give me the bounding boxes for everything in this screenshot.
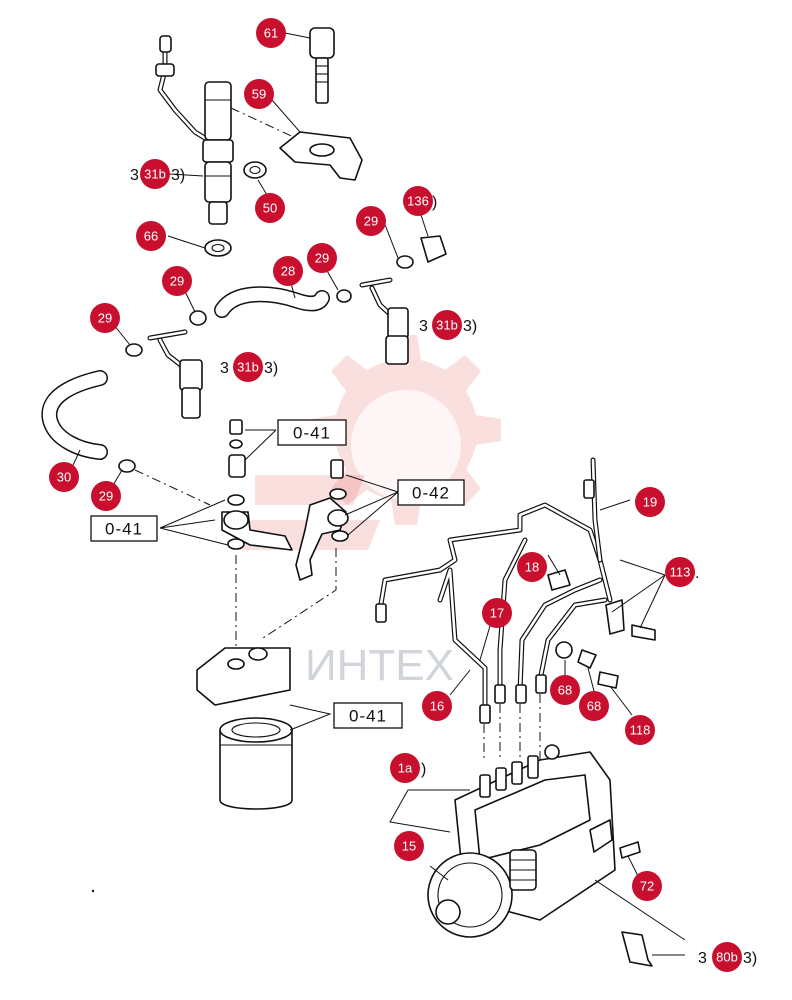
callout-1a: 1a [390, 753, 420, 783]
callout-19: 19 [635, 487, 665, 517]
svg-text:1a: 1a [398, 761, 413, 776]
svg-text:0-42: 0-42 [412, 484, 450, 503]
callout-31b-1: 31b [140, 159, 170, 189]
suffix-80b: 3) [743, 950, 757, 967]
callout-29-3: 29 [162, 266, 192, 296]
callout-118: 118 [625, 715, 655, 745]
reference-box-0-41-filter: 0-41 [333, 702, 403, 729]
svg-text:29: 29 [99, 489, 113, 504]
banjo-bolt-group [159, 419, 399, 655]
reference-box-0-41-top: 0-41 [277, 419, 347, 446]
suffix-31b-2: 3) [463, 318, 477, 335]
svg-text:68: 68 [587, 699, 601, 714]
suffix-113: . [695, 565, 699, 582]
callout-68-1: 68 [550, 675, 580, 705]
return-hose-30 [41, 370, 211, 506]
svg-text:136: 136 [407, 194, 429, 209]
svg-text:61: 61 [264, 26, 278, 41]
suffix-1a: ) [421, 761, 426, 778]
callout-15: 15 [394, 831, 424, 861]
fuel-filter-assembly [196, 647, 332, 810]
svg-text:0-41: 0-41 [293, 424, 331, 443]
svg-text:29: 29 [364, 214, 378, 229]
suffix-31b-3: 3) [264, 360, 278, 377]
svg-text:31b: 31b [144, 167, 166, 182]
suffix-80b-lead: 3 [698, 950, 707, 967]
callout-29-4: 29 [90, 303, 120, 333]
svg-text:29: 29 [170, 274, 184, 289]
svg-text:118: 118 [630, 723, 651, 738]
svg-text:113: 113 [670, 565, 691, 580]
injection-pipes [375, 457, 666, 760]
callout-29-5: 29 [91, 481, 121, 511]
callout-80b: 80b [712, 942, 742, 972]
callout-61: 61 [256, 18, 286, 48]
callout-68-2: 68 [579, 691, 609, 721]
reference-box-0-42: 0-42 [397, 479, 465, 506]
callout-29-1: 29 [356, 206, 386, 236]
injector-top-assembly [155, 27, 363, 257]
callout-113: 113 [665, 557, 695, 587]
callout-66: 66 [136, 221, 166, 251]
watermark-text: ИНТЕХ [305, 641, 454, 690]
watermark-gear-logo: ИНТЕХ [240, 335, 501, 690]
callout-31b-3: 31b [233, 352, 263, 382]
callout-28: 28 [273, 256, 303, 286]
callout-17: 17 [482, 598, 512, 628]
svg-text:29: 29 [98, 311, 112, 326]
svg-text:19: 19 [643, 495, 657, 510]
callout-18: 18 [517, 552, 547, 582]
injection-pump [389, 744, 686, 967]
callout-16: 16 [422, 691, 452, 721]
svg-text:66: 66 [144, 229, 158, 244]
callout-30: 30 [49, 462, 79, 492]
svg-text:68: 68 [558, 683, 572, 698]
injector-right-assembly [336, 235, 447, 365]
svg-text:16: 16 [430, 699, 444, 714]
svg-text:80b: 80b [716, 950, 738, 965]
suffix-31b-3-lead: 3 [220, 360, 229, 377]
svg-text:0-41: 0-41 [105, 520, 143, 539]
svg-text:50: 50 [263, 201, 277, 216]
callout-72: 72 [632, 871, 662, 901]
svg-text:72: 72 [640, 879, 654, 894]
svg-text:29: 29 [315, 251, 329, 266]
callout-29-2: 29 [307, 243, 337, 273]
injector-left-assembly [109, 319, 203, 419]
svg-text:0-41: 0-41 [349, 707, 387, 726]
suffix-31b-2-lead: 3 [419, 318, 428, 335]
callout-50: 50 [255, 193, 285, 223]
svg-text:28: 28 [281, 264, 295, 279]
return-hose-28 [179, 261, 339, 326]
callout-31b-2: 31b [432, 310, 462, 340]
suffix-31b-1: 3) [171, 167, 185, 184]
reference-box-0-41-left: 0-41 [90, 515, 158, 542]
svg-text:15: 15 [402, 839, 416, 854]
svg-text:59: 59 [252, 87, 266, 102]
callout-136: 136 [403, 186, 433, 216]
svg-text:17: 17 [490, 606, 504, 621]
stray-dot [91, 889, 95, 893]
suffix-136: ) [432, 194, 437, 211]
svg-text:18: 18 [525, 560, 539, 575]
suffix-31b-1-lead: 3 [130, 167, 139, 184]
svg-text:30: 30 [57, 470, 71, 485]
svg-text:31b: 31b [436, 318, 458, 333]
callout-59: 59 [244, 79, 274, 109]
svg-text:31b: 31b [237, 360, 259, 375]
